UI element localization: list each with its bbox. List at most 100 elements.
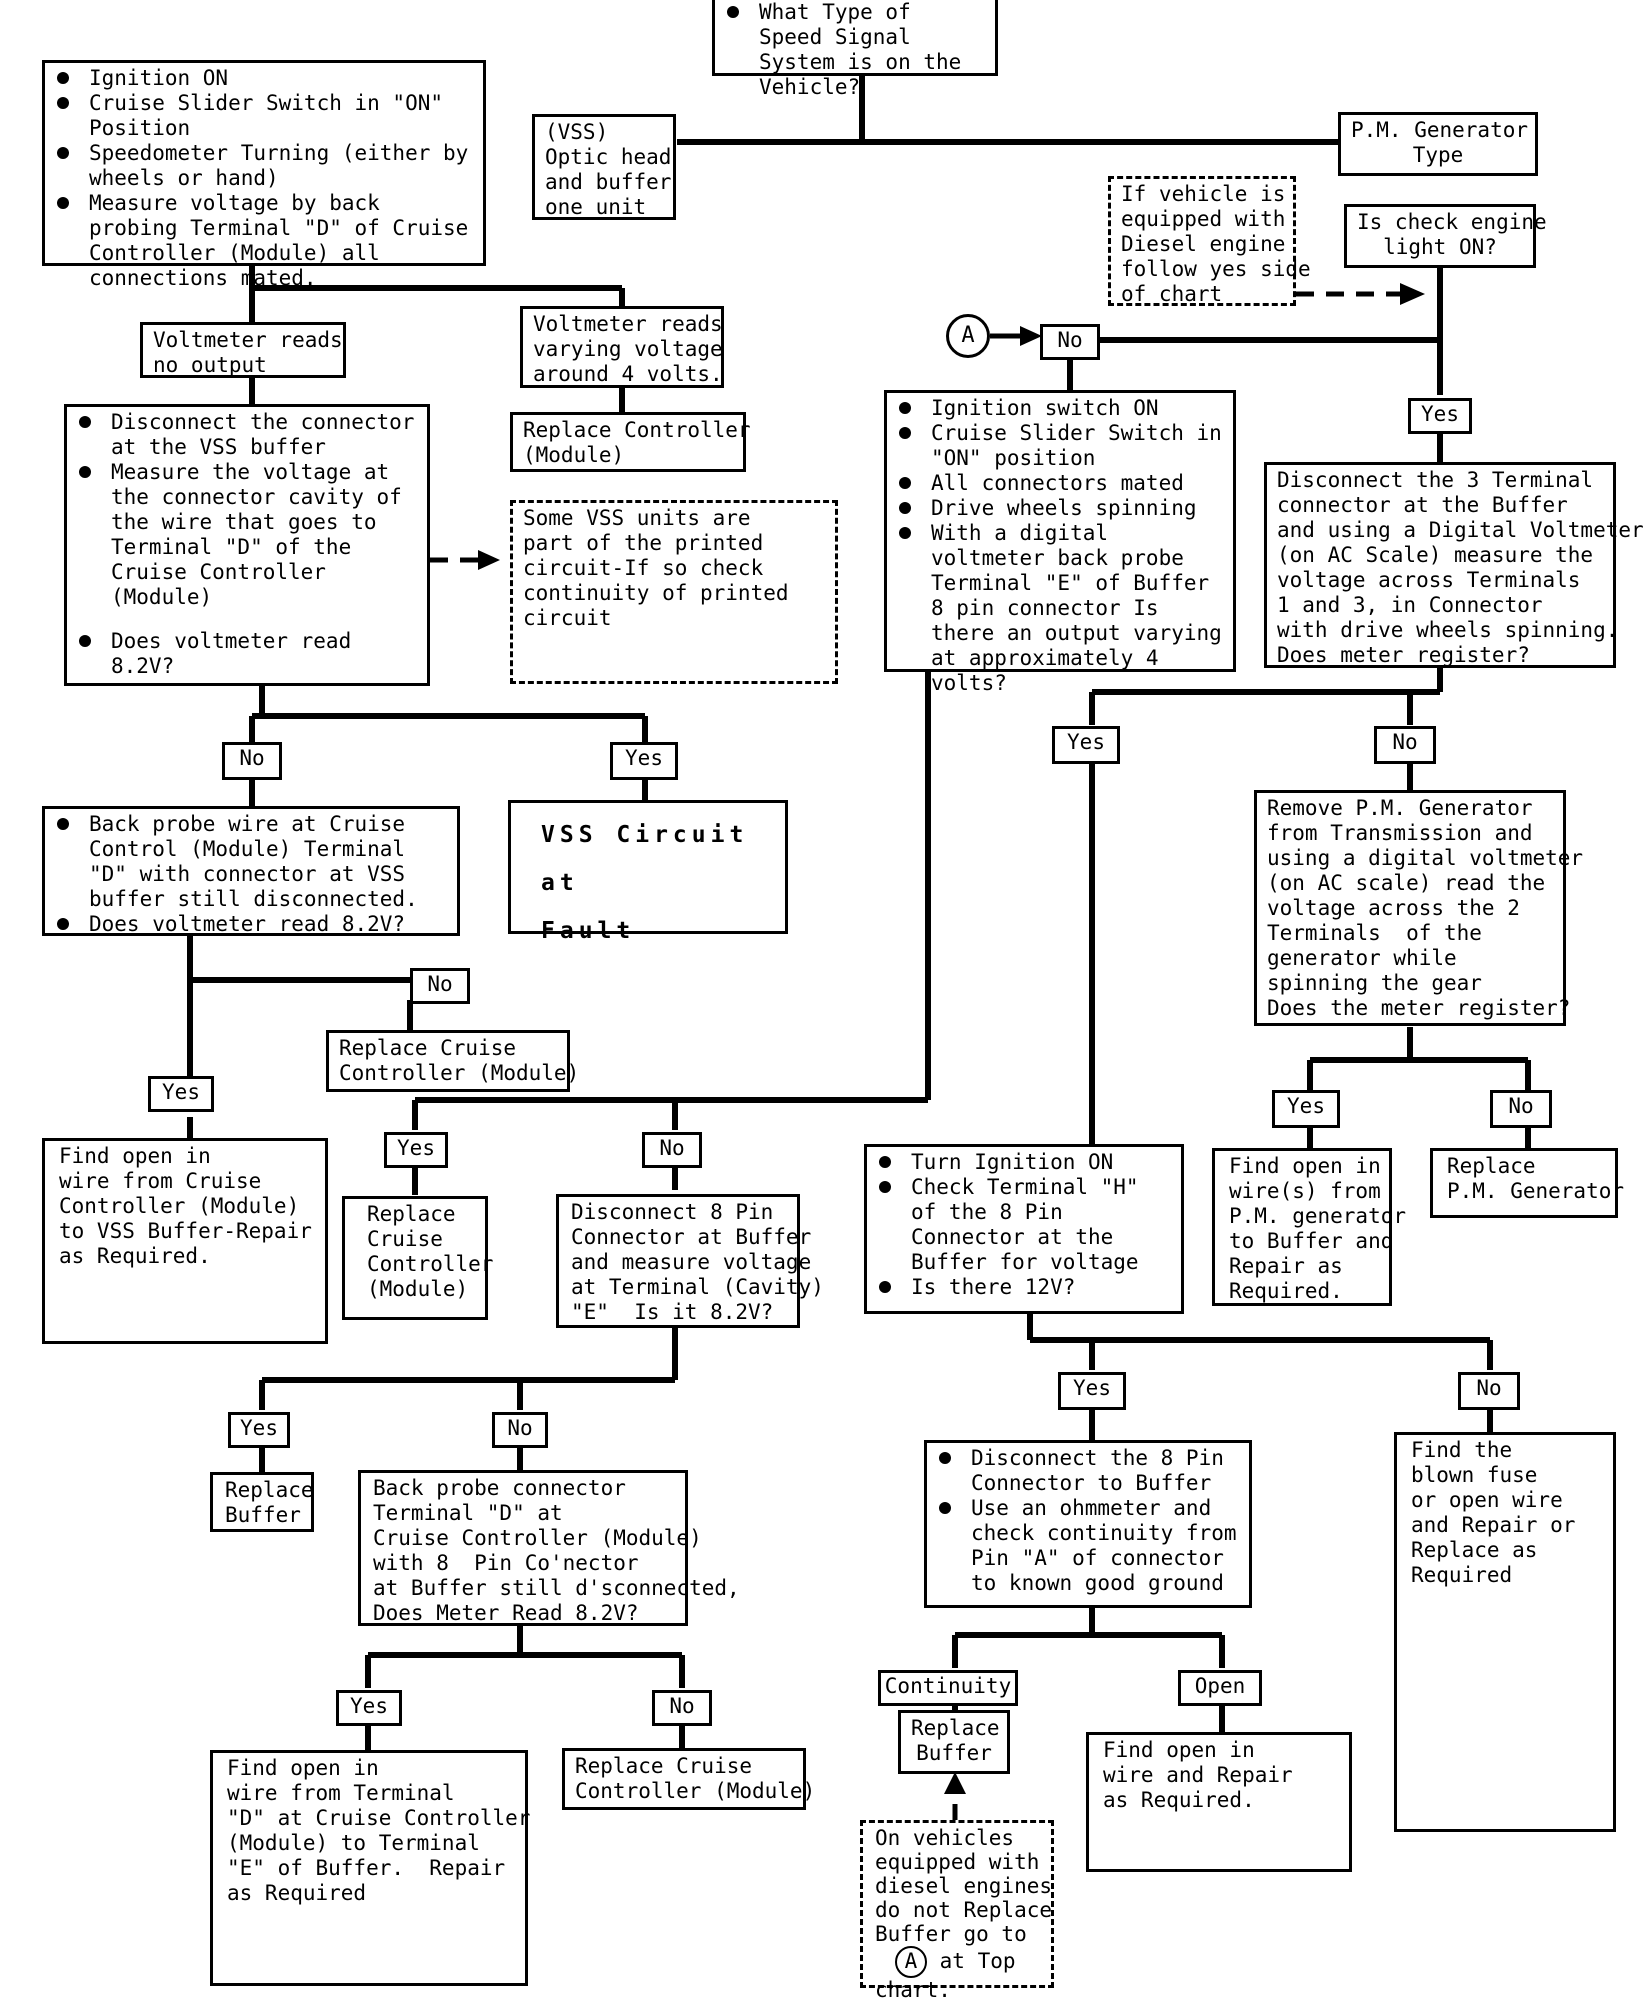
check-step: Measure the voltage at the connector cav…	[77, 460, 417, 610]
vss-circuit-fault-box: VSS Circuit at Fault	[508, 800, 788, 944]
no-label: No	[492, 1412, 548, 1448]
no-label: No	[642, 1132, 702, 1168]
check-step: Check Terminal "H" of the 8 Pin Connecto…	[877, 1175, 1171, 1275]
replace-cruise-controller-box: Replace Cruise Controller (Module)	[562, 1748, 815, 1810]
no-label: No	[652, 1690, 712, 1726]
replace-controller-box: Replace Controller (Module)	[510, 412, 751, 472]
box-line: P.M. generator	[1229, 1204, 1407, 1228]
find-blown-fuse-box: Find the blown fuse or open wire and Rep…	[1394, 1432, 1616, 1832]
box-line: voltage across Terminals	[1277, 568, 1581, 592]
box-line: and Repair or	[1411, 1513, 1576, 1537]
note-line: part of the printed	[523, 531, 764, 555]
note-line: equipped with	[1121, 207, 1286, 231]
box-line: Terminals of the	[1267, 921, 1482, 945]
box-line: at Terminal (Cavity)	[571, 1275, 824, 1299]
pm-generator-type-box: P.M. Generator Type	[1338, 112, 1538, 176]
note-line: chart.	[875, 1978, 951, 2002]
yes-label: Yes	[336, 1690, 402, 1726]
box-line: Required	[1411, 1563, 1513, 1587]
box-line: voltage across the 2	[1267, 896, 1520, 920]
check-step: Use an ohmmeter and check continuity fro…	[937, 1496, 1239, 1596]
yes-label: Yes	[384, 1132, 448, 1168]
box-line: Replace	[367, 1202, 456, 1226]
check-step: All connectors mated	[897, 471, 1223, 496]
note-line: Diesel engine	[1121, 232, 1286, 256]
replace-cruise-controller-box: Replace Cruise Controller (Module)	[326, 1030, 579, 1092]
note-line: circuit-If so check	[523, 556, 764, 580]
box-line: Find the	[1411, 1438, 1513, 1462]
check-step: Measure voltage by back probing Terminal…	[55, 191, 473, 291]
box-line: 1 and 3, in Connector	[1277, 593, 1543, 617]
box-line: and measure voltage	[571, 1250, 812, 1274]
diesel-engine-note: If vehicle is equipped with Diesel engin…	[1108, 176, 1311, 306]
box-line: varying voltage	[533, 337, 723, 361]
note-line: A at Top	[875, 1946, 1041, 1978]
note-line: of chart	[1121, 282, 1223, 306]
box-line: (Module)	[367, 1277, 469, 1301]
box-line: using a digital voltmeter	[1267, 846, 1584, 870]
note-line: If vehicle is	[1121, 182, 1286, 206]
remove-pm-generator-box: Remove P.M. Generator from Transmission …	[1254, 790, 1584, 1026]
fault-line: VSS Circuit at	[541, 822, 749, 896]
yes-label: Yes	[1272, 1090, 1340, 1128]
check-engine-line: Is check engine	[1357, 210, 1547, 234]
box-line: Find open in	[59, 1144, 211, 1168]
box-line: Replace Cruise	[339, 1036, 517, 1060]
box-line: with 8 Pin Co'nector	[373, 1551, 639, 1575]
continuity-label: Continuity	[878, 1670, 1018, 1706]
check-step: Cruise Slider Switch in "ON" Position	[55, 91, 473, 141]
box-line: Voltmeter reads	[153, 328, 343, 352]
box-line: as Required.	[1103, 1788, 1255, 1812]
note-line: On vehicles	[875, 1826, 1015, 1850]
box-line: Voltmeter reads	[533, 312, 723, 336]
box-line: "D" at Cruise Controller	[227, 1806, 531, 1830]
check-engine-light-box: Is check engine light ON?	[1344, 204, 1547, 268]
box-line: Disconnect 8 Pin	[571, 1200, 774, 1224]
box-line: "E" Is it 8.2V?	[571, 1300, 774, 1324]
yes-label: Yes	[148, 1076, 214, 1112]
no-label: No	[1040, 324, 1100, 360]
printed-circuit-note: Some VSS units are part of the printed c…	[510, 500, 838, 684]
find-open-pm-wire-box: Find open in wire(s) from P.M. generator…	[1212, 1148, 1407, 1306]
box-line: "E" of Buffer. Repair	[227, 1856, 506, 1880]
find-open-terminal-d-box: Find open in wire from Terminal "D" at C…	[210, 1750, 531, 1986]
pm-type-line: Type	[1412, 143, 1464, 167]
box-line: wire from Cruise	[59, 1169, 262, 1193]
disconnect-vss-buffer-box: Disconnect the connector at the VSS buff…	[64, 404, 430, 686]
box-line: blown fuse	[1411, 1463, 1538, 1487]
check-step: Turn Ignition ON	[877, 1150, 1171, 1175]
box-line: with drive wheels spinning.	[1277, 618, 1619, 642]
yes-label: Yes	[1052, 726, 1120, 764]
back-probe-wire-box: Back probe wire at Cruise Control (Modul…	[42, 806, 460, 936]
note-line: Buffer go to	[875, 1922, 1027, 1946]
check-engine-line: light ON?	[1383, 235, 1497, 259]
note-line: follow yes side	[1121, 257, 1311, 281]
turn-ignition-on-box: Turn Ignition ON Check Terminal "H" of t…	[864, 1144, 1184, 1314]
check-step: Does voltmeter read 8.2V?	[55, 912, 447, 937]
replace-buffer-box: Replace Buffer	[210, 1472, 314, 1532]
speed-signal-type-question: What Type of Speed Signal System is on t…	[712, 0, 998, 99]
box-line: wire(s) from	[1229, 1179, 1381, 1203]
check-step: Ignition ON	[55, 66, 473, 91]
yes-label: Yes	[1058, 1372, 1126, 1410]
box-line: (Module) to Terminal	[227, 1831, 480, 1855]
no-label: No	[1458, 1372, 1520, 1410]
box-line: and using a Digital Voltmeter	[1277, 518, 1644, 542]
box-line: as Required.	[59, 1244, 211, 1268]
vss-type-line: (VSS)	[545, 120, 609, 144]
vss-type-line: Optic head	[545, 145, 672, 169]
open-label: Open	[1178, 1670, 1262, 1706]
box-line: Controller (Module)	[59, 1194, 300, 1218]
box-line: (on AC scale) read the	[1267, 871, 1546, 895]
box-line: spinning the gear	[1267, 971, 1482, 995]
replace-pm-generator-box: Replace P.M. Generator	[1430, 1148, 1624, 1218]
ignition-switch-check-box: Ignition switch ON Cruise Slider Switch …	[884, 390, 1236, 695]
box-line: Terminal "D" at	[373, 1501, 563, 1525]
box-line: (on AC Scale) measure the	[1277, 543, 1594, 567]
no-label: No	[1374, 726, 1436, 764]
box-line: Connector at Buffer	[571, 1225, 812, 1249]
yes-label: Yes	[1408, 398, 1472, 434]
box-line: at Buffer still d'sconnected,	[373, 1576, 740, 1600]
check-step: Cruise Slider Switch in "ON" position	[897, 421, 1223, 471]
